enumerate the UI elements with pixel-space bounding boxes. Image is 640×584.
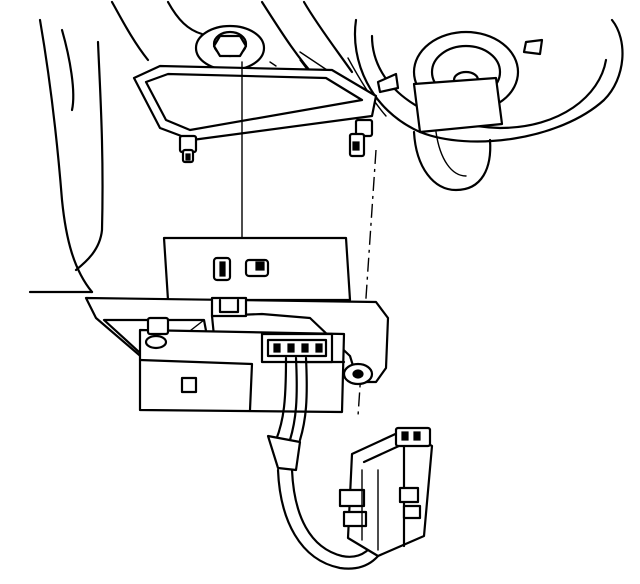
resistor-gasket [162,236,352,302]
mounting-gasket-plate [132,59,378,142]
mounting-stud-left [178,134,198,164]
mounting-surface-housing [28,0,387,294]
mounting-bolt [194,24,266,72]
blower-motor-resistor-module [84,296,390,414]
electrical-connector [338,426,434,558]
blower-motor-housing [353,18,624,192]
mounting-stud-right [348,118,374,158]
